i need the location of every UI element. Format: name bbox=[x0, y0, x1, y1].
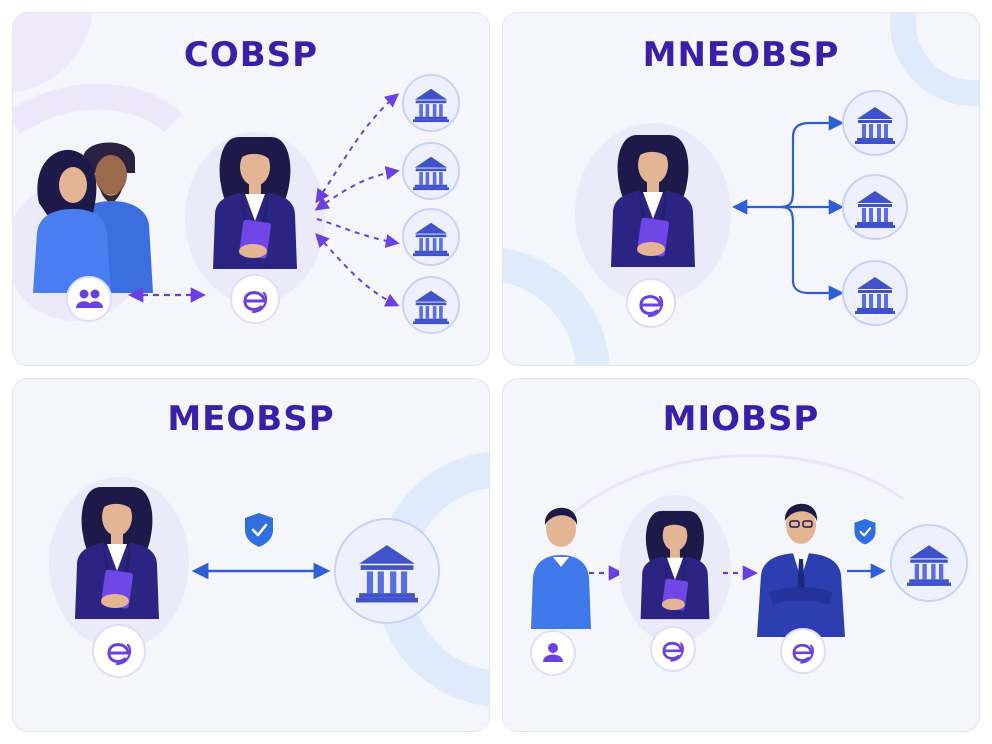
bank-node-3 bbox=[402, 208, 460, 266]
miobsp-illustration bbox=[530, 454, 968, 676]
bank-node-1 bbox=[842, 90, 908, 156]
bank-node-3 bbox=[842, 260, 908, 326]
shield-check-icon bbox=[854, 519, 876, 545]
cobsp-illustration bbox=[13, 13, 460, 334]
panel-title-meobsp: MEOBSP bbox=[167, 399, 335, 439]
couple-illustration bbox=[13, 142, 153, 321]
user-icon bbox=[543, 643, 563, 662]
panel-mneobsp: MNEOBSP bbox=[502, 12, 980, 366]
meobsp-illustration bbox=[49, 451, 489, 707]
platform-badge bbox=[626, 278, 676, 328]
advisor-figure bbox=[640, 510, 710, 620]
panel-title-cobsp: COBSP bbox=[183, 35, 319, 75]
panel-title-miobsp: MIOBSP bbox=[662, 399, 820, 439]
overarch-curve bbox=[572, 454, 904, 515]
bank-node bbox=[890, 524, 968, 602]
client-figure bbox=[531, 507, 591, 629]
bank-link-3 bbox=[316, 218, 400, 248]
advisor-figure bbox=[213, 137, 297, 269]
group-badge bbox=[66, 276, 112, 322]
advisor-figure bbox=[611, 135, 695, 267]
platform-badge bbox=[92, 624, 146, 678]
bank-node-1 bbox=[402, 74, 460, 132]
panel-miobsp: MIOBSP bbox=[502, 378, 980, 732]
bank-node bbox=[334, 518, 440, 624]
platform-badge bbox=[230, 274, 280, 324]
bank-link-1 bbox=[315, 93, 400, 204]
branch-arrows bbox=[731, 115, 845, 301]
bank-link-2 bbox=[314, 166, 400, 211]
panel-title-mneobsp: MNEOBSP bbox=[642, 35, 840, 75]
panel-cobsp: COBSP bbox=[12, 12, 490, 366]
panel-meobsp: MEOBSP bbox=[12, 378, 490, 732]
intermediary-badge bbox=[780, 628, 826, 674]
intermediary-figure bbox=[757, 503, 845, 637]
shield-check-icon bbox=[245, 513, 273, 547]
mneobsp-illustration bbox=[503, 13, 979, 365]
bank-node-2 bbox=[402, 142, 460, 200]
bank-node-2 bbox=[842, 174, 908, 240]
platform-badge bbox=[650, 626, 696, 672]
bank-node-4 bbox=[402, 276, 460, 334]
group-icon bbox=[76, 289, 103, 308]
advisor-figure bbox=[75, 487, 159, 619]
bank-link-4 bbox=[315, 232, 400, 307]
